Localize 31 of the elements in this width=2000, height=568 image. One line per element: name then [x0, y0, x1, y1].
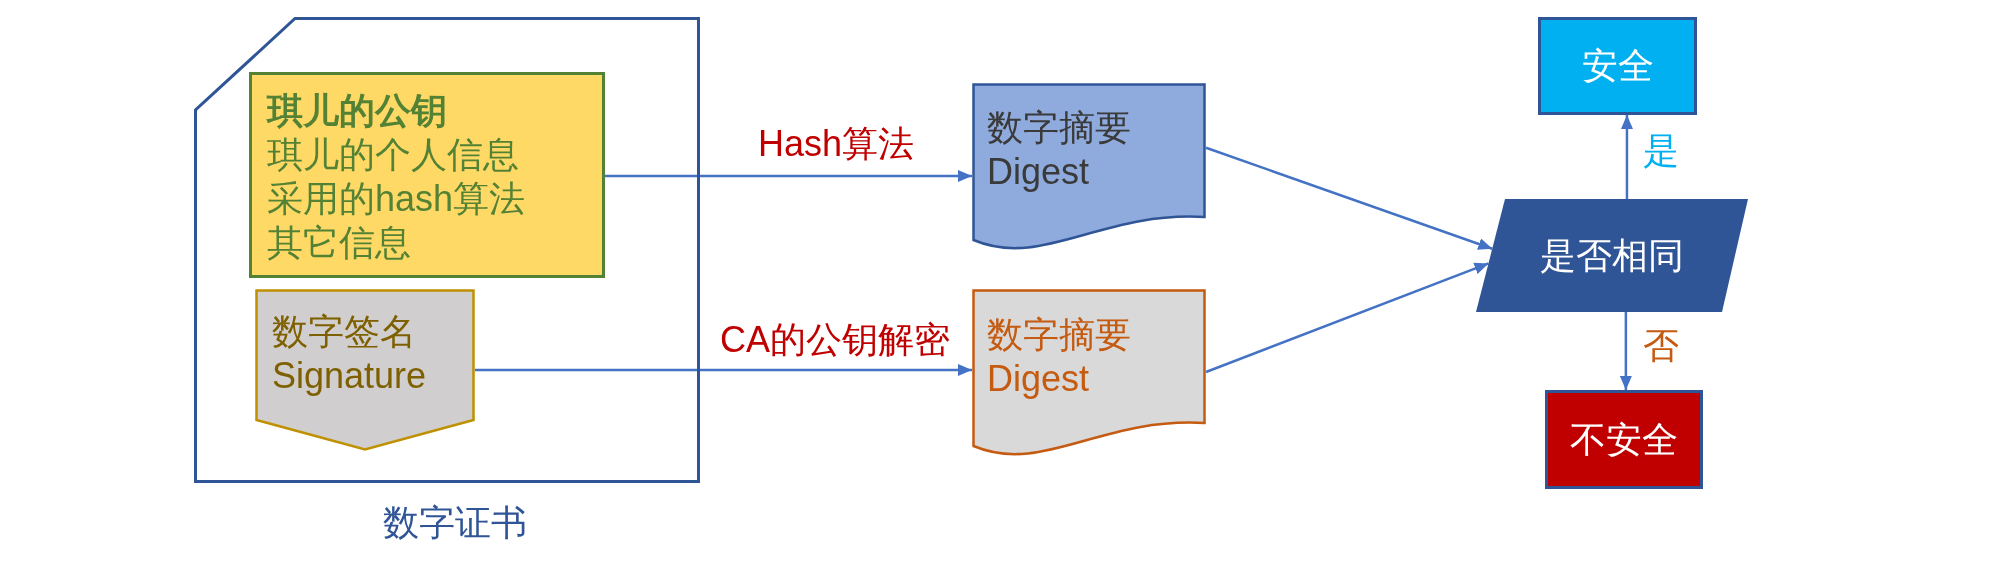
- document-shape: [972, 289, 1206, 455]
- box-text: 琪儿的个人信息: [267, 133, 519, 177]
- box-text: Signature: [272, 354, 427, 398]
- box-text: Digest: [987, 357, 1090, 401]
- box-text: Digest: [987, 150, 1090, 194]
- box-label: 是否相同: [1540, 233, 1684, 278]
- arrow: [1620, 115, 1633, 199]
- arrow: [1205, 146, 1493, 250]
- box-label: 不安全: [1570, 417, 1678, 462]
- document-shape: [972, 83, 1206, 249]
- arrow: [1205, 262, 1489, 374]
- result-box: [1545, 390, 1703, 489]
- box-text: 数字摘要: [987, 106, 1131, 150]
- box-text: 数字签名: [272, 310, 416, 354]
- arrow: [475, 364, 972, 376]
- edge-label: 否: [1643, 324, 1679, 368]
- box-heading: 琪儿的公钥: [267, 89, 447, 133]
- edge-label: CA的公钥解密: [720, 318, 950, 362]
- arrow: [605, 170, 972, 182]
- info-box: [249, 72, 605, 278]
- edge-label: Hash算法: [758, 122, 914, 166]
- box-text: 采用的hash算法: [267, 177, 526, 221]
- box-label: 安全: [1581, 44, 1654, 88]
- signature-pentagon: [255, 289, 475, 451]
- result-box: [1538, 17, 1697, 115]
- box-text: 其它信息: [267, 221, 411, 265]
- frame-title: 数字证书: [383, 501, 527, 545]
- box-text: 数字摘要: [987, 313, 1131, 357]
- arrow: [1619, 312, 1632, 390]
- edge-label: 是: [1643, 129, 1679, 173]
- decision-parallelogram: [1476, 199, 1748, 312]
